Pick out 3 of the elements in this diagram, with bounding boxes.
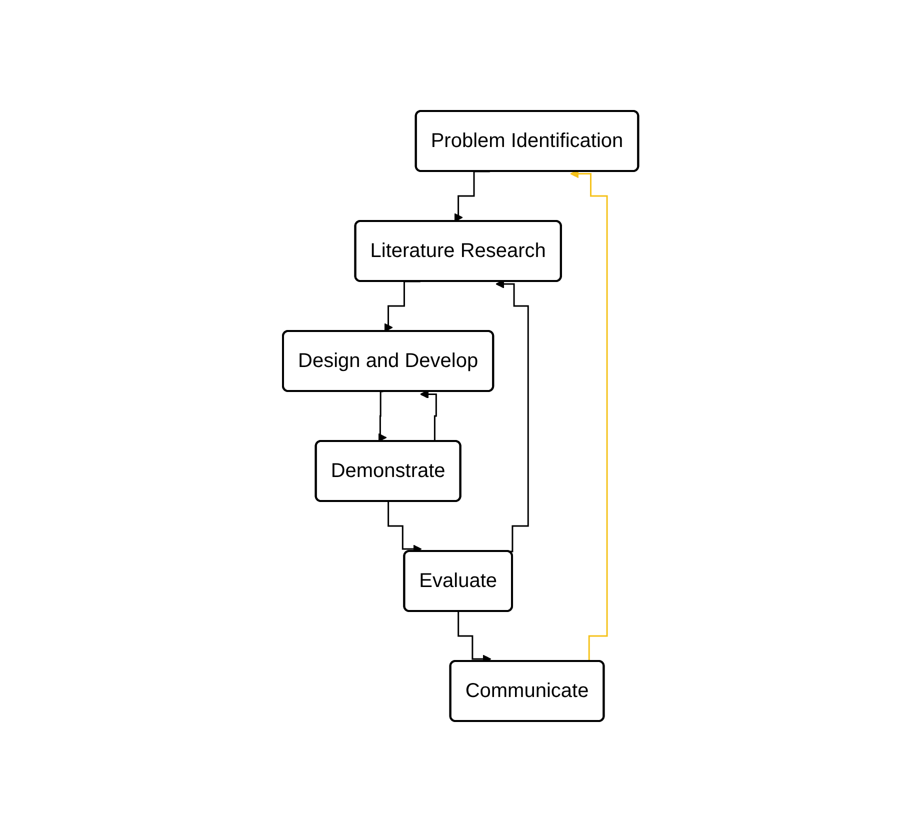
arrow bbox=[378, 390, 388, 442]
arrow bbox=[420, 390, 438, 442]
arrow bbox=[496, 280, 530, 552]
